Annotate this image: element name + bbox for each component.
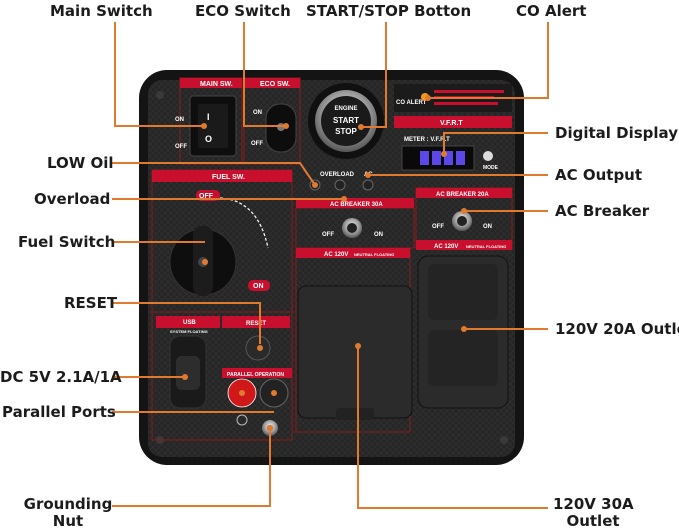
fuel-on-label: ON [253,283,264,290]
reset-label: RESET [246,321,266,327]
meter-label: METER : V.F.R.T [404,137,450,143]
fuel-off-label: OFF [199,193,214,200]
ac-output-callout: AC Output [555,166,643,184]
mode-button[interactable] [483,151,493,161]
mode-label: MODE [483,165,499,171]
main-switch-callout: Main Switch [50,2,153,20]
parallel-ports-callout: Parallel Ports [2,403,116,421]
main-sw-label: MAIN SW. [200,81,233,88]
co-alert-label: CO ALERT [396,100,427,106]
fuel-sw-label: FUEL SW. [212,174,245,181]
neutral-floating-left: NEUTRAL FLOATING [354,252,394,257]
grounding-nut-callout: Grounding Nut [22,496,114,529]
low-oil-callout: LOW Oil [47,154,114,172]
system-floating-label: SYSTEM FLOATING [170,329,208,334]
outlet-30a-callout: 120V 30A Outlet [553,495,634,530]
dc-5v-callout: DC 5V 2.1A/1A [0,368,122,386]
eco-switch-callout: ECO Switch [195,2,291,20]
neutral-floating-right: NEUTRAL FLOATING [466,244,506,249]
breaker-30a-off: OFF [322,232,334,238]
vfrt-tag [394,116,512,128]
start-stop-callout: START/STOP Botton [306,2,472,20]
fuel-sw-tag [152,170,292,182]
breaker-20a-off: OFF [432,224,444,230]
breaker-20a-label: AC BREAKER 20A [436,192,489,198]
eco-sw-on-label: ON [253,110,262,116]
ac-120v-left-label: AC 120V [324,252,348,258]
grounding-nut-callout-line2: Nut [52,511,84,530]
breaker-30a-label: AC BREAKER 30A [330,202,383,208]
main-switch-tag [180,78,242,88]
main-sw-off-label: OFF [175,144,187,150]
breaker-30a-on: ON [374,232,383,238]
main-sw-on-label: ON [175,117,184,123]
overload-callout: Overload [34,190,111,208]
breaker-20a-tag [416,188,512,198]
digital-display-callout: Digital Display [555,124,678,142]
grounding-nut-callout-line1: Grounding [23,495,113,513]
breaker-20a-on: ON [483,224,492,230]
vfrt-label: V.F.R.T [440,120,463,127]
fuel-switch-callout: Fuel Switch [18,233,116,251]
stop-label: STOP [335,127,357,136]
outlet-20a-callout: 120V 20A Outlet [555,320,679,338]
outlet-30a-callout-line1: 120V 30A [553,495,634,513]
overload-light [334,179,346,191]
usb-label: USB [183,320,196,326]
co-alert-callout: CO Alert [516,2,587,20]
ac-120v-right-label: AC 120V [434,244,458,250]
svg-text:O: O [205,134,212,144]
eco-switch-tag [244,78,300,88]
eco-sw-label: ECO SW. [260,81,290,88]
ac-output-light [362,179,374,191]
eco-sw-off-label: OFF [251,141,263,147]
parallel-operation-label: PARALLEL OPERATION [227,372,284,378]
start-label: START [333,116,359,125]
outlet-30a-cover[interactable] [297,285,413,419]
breaker-30a-tag [296,198,414,208]
reset-callout: RESET [64,294,118,312]
outlet-30a-callout-line2: Outlet [566,511,620,530]
svg-text:I: I [207,112,210,122]
engine-label: ENGINE [334,106,357,112]
callout-lines [112,22,549,509]
usb-port-cover[interactable] [176,356,200,390]
ac-breaker-callout: AC Breaker [555,202,650,220]
overload-label: OVERLOAD [320,172,355,178]
